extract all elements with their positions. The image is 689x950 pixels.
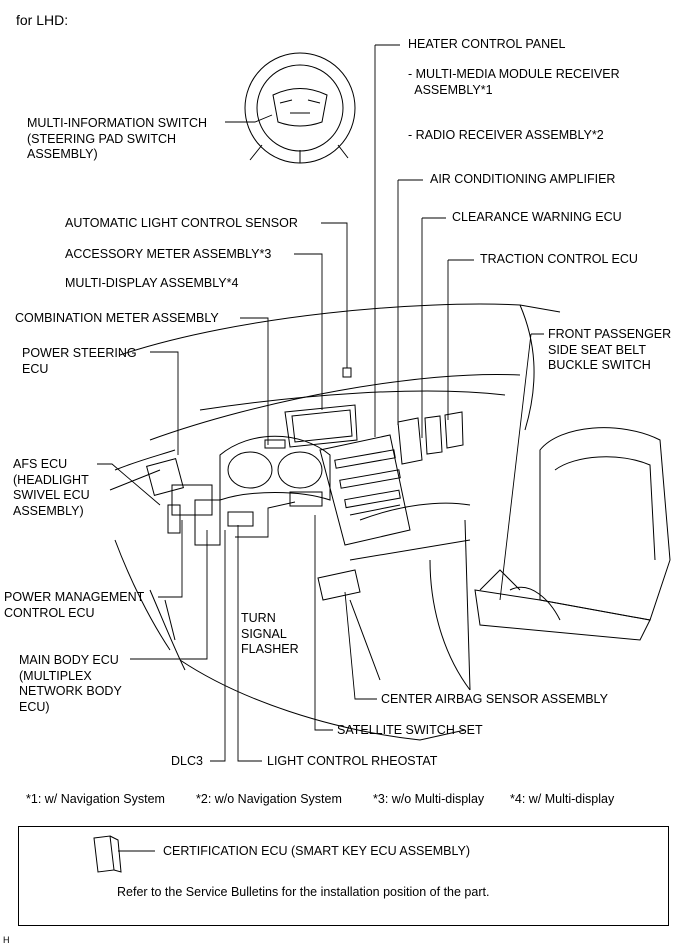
light-sensor-drawing xyxy=(342,367,352,378)
label-radio-receiver: - RADIO RECEIVER ASSEMBLY*2 xyxy=(408,128,604,142)
installation-note: Refer to the Service Bulletins for the i… xyxy=(117,885,490,899)
label-heater-control-panel: HEATER CONTROL PANEL xyxy=(408,37,566,51)
label-accessory-meter: ACCESSORY METER ASSEMBLY*3 xyxy=(65,247,272,261)
label-front-passenger-seat-belt-switch: FRONT PASSENGER SIDE SEAT BELT BUCKLE SW… xyxy=(548,327,672,372)
footnote-3: *3: w/o Multi-display xyxy=(373,792,485,806)
label-afs-ecu: AFS ECU (HEADLIGHT SWIVEL ECU ASSEMBLY) xyxy=(13,457,90,518)
left-ecu-cluster-drawing xyxy=(146,458,323,546)
certification-ecu-box xyxy=(18,826,669,926)
label-main-body-ecu: MAIN BODY ECU (MULTIPLEX NETWORK BODY EC… xyxy=(19,653,122,714)
label-air-conditioning-amplifier: AIR CONDITIONING AMPLIFIER xyxy=(430,172,616,186)
label-clearance-warning-ecu: CLEARANCE WARNING ECU xyxy=(452,210,622,224)
clearance-warning-ecu-drawing xyxy=(424,415,443,455)
label-turn-signal-flasher: TURN SIGNAL FLASHER xyxy=(241,611,299,656)
certification-ecu-icon xyxy=(93,835,155,873)
label-combination-meter: COMBINATION METER ASSEMBLY xyxy=(15,311,219,325)
page-title: for LHD: xyxy=(16,12,69,28)
corner-mark: H xyxy=(3,935,10,945)
footnote-2: *2: w/o Navigation System xyxy=(196,792,342,806)
label-power-steering-ecu: POWER STEERING ECU xyxy=(22,346,137,376)
label-multi-display: MULTI-DISPLAY ASSEMBLY*4 xyxy=(65,276,239,290)
label-multi-information-switch: MULTI-INFORMATION SWITCH (STEERING PAD S… xyxy=(27,116,208,161)
label-traction-control-ecu: TRACTION CONTROL ECU xyxy=(480,252,638,266)
air-conditioning-amplifier-drawing xyxy=(397,417,423,465)
label-light-control-rheostat: LIGHT CONTROL RHEOSTAT xyxy=(267,754,438,768)
certification-ecu-label: CERTIFICATION ECU (SMART KEY ECU ASSEMBL… xyxy=(163,844,471,858)
label-dlc3: DLC3 xyxy=(171,754,203,768)
label-automatic-light-control-sensor: AUTOMATIC LIGHT CONTROL SENSOR xyxy=(65,216,298,230)
center-airbag-sensor-drawing xyxy=(317,569,361,601)
footnote-1: *1: w/ Navigation System xyxy=(26,792,165,806)
passenger-seat-drawing xyxy=(474,427,671,641)
center-stack-drawing xyxy=(319,434,411,546)
footnote-4: *4: w/ Multi-display xyxy=(510,792,615,806)
label-power-management-ecu: POWER MANAGEMENT CONTROL ECU xyxy=(4,590,145,620)
instrument-cluster-drawing xyxy=(219,435,331,501)
label-center-airbag-sensor: CENTER AIRBAG SENSOR ASSEMBLY xyxy=(381,692,608,706)
traction-control-ecu-drawing xyxy=(444,411,464,449)
leader-lines xyxy=(97,44,544,762)
center-display-drawing xyxy=(284,404,358,448)
label-satellite-switch-set: SATELLITE SWITCH SET xyxy=(337,723,483,737)
dash-outline xyxy=(109,303,561,741)
label-multimedia-receiver: - MULTI-MEDIA MODULE RECEIVER ASSEMBLY*1 xyxy=(408,67,620,97)
steering-wheel-drawing xyxy=(244,52,356,164)
